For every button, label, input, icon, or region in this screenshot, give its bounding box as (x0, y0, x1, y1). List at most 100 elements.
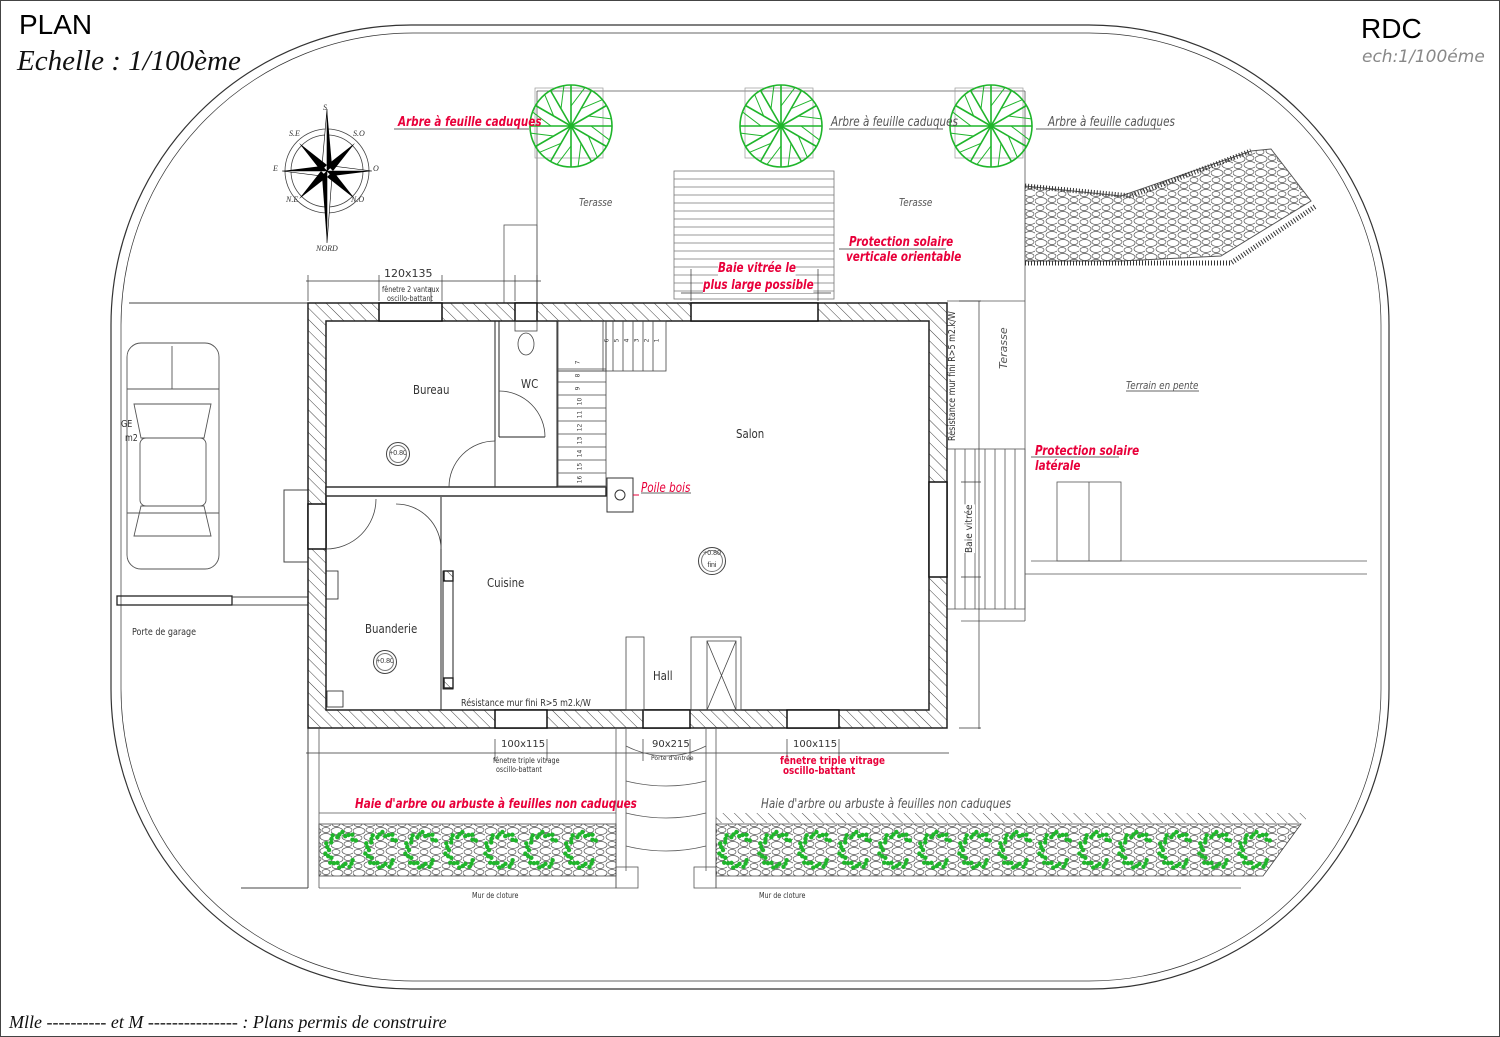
label-tree-3: Arbre à feuille caduques (1048, 115, 1175, 130)
stair-number: 5 (613, 338, 621, 343)
stair-number: 12 (576, 423, 584, 432)
label-poele: Poile bois (641, 481, 691, 496)
stair-number: 13 (576, 436, 584, 445)
label-protection-verticale-1: Protection solaire (849, 235, 954, 250)
tree-icon (949, 84, 1033, 168)
label-baie-vitree: Baie vitrée (964, 504, 975, 553)
stair-number: 3 (633, 338, 641, 343)
stair-number: 4 (623, 338, 631, 343)
dim-bottom-right-desc-2: oscillo-battant (783, 764, 856, 777)
label-haie-right: Haie d'arbre ou arbuste à feuilles non c… (761, 797, 1012, 812)
label-tree-2: Arbre à feuille caduques (831, 115, 958, 130)
room-cuisine: Cuisine (487, 576, 525, 590)
bush-icon (917, 829, 953, 870)
bush-icon (563, 829, 599, 870)
staircase (557, 320, 667, 488)
stair-number: 1 (653, 338, 661, 343)
dimension-lines (306, 269, 981, 761)
stair-number: 7 (574, 360, 582, 365)
hedge-right (715, 813, 1306, 889)
label-porte-garage: Porte de garage (132, 627, 197, 638)
room-buanderie: Buanderie (365, 622, 418, 636)
bush-icon (1157, 829, 1193, 870)
car-icon (126, 342, 220, 570)
plan-title: PLAN (19, 9, 93, 40)
stair-number: 9 (574, 386, 582, 391)
side-deck (946, 448, 1026, 610)
dim-top-window: 120x135 (384, 267, 433, 280)
bush-icon (797, 829, 833, 870)
house-walls (307, 302, 948, 729)
compass-o: O (373, 164, 379, 173)
trees (529, 84, 1033, 168)
hedge-left (318, 812, 617, 889)
dim-door-desc: Porte d'entrée (651, 755, 694, 762)
door-swings (325, 390, 742, 711)
footer-caption: Mlle ---------- et M --------------- : P… (9, 1012, 447, 1032)
label-baie-large-2: plus large possible (703, 278, 814, 293)
room-hall: Hall (653, 669, 673, 683)
stair-number: 2 (643, 338, 651, 343)
label-terasse-2: Terasse (899, 196, 933, 209)
bush-icon (757, 829, 793, 870)
plan-scale: Echelle : 1/100ème (17, 45, 241, 77)
label-mur-right: Mur de cloture (759, 891, 806, 900)
level-salon-value: +0.80 (703, 550, 721, 557)
level-marker-buanderie: +0.80 (373, 650, 397, 674)
compass-nord: NORD (316, 244, 338, 253)
label-tree-1: Arbre à feuille caduques (398, 115, 542, 130)
bush-icon (717, 829, 753, 870)
dim-bottom-left-desc-1: fênetre triple vitrage (493, 756, 560, 765)
compass-so: S.O (353, 129, 365, 138)
bush-icon (1077, 829, 1113, 870)
label-protection-verticale-2: verticale orientable (846, 250, 962, 265)
tree-icon (529, 84, 613, 168)
bush-icon (363, 829, 399, 870)
stair-number: 14 (576, 449, 584, 458)
label-haie-left: Haie d'arbre ou arbuste à feuilles non c… (355, 797, 637, 812)
dim-bottom-right: 100x115 (793, 739, 838, 750)
level-marker-bureau: +0.80 (386, 442, 410, 466)
dim-bottom-left: 100x115 (501, 739, 546, 750)
bush-icon (997, 829, 1033, 870)
plot-boundary (110, 24, 1390, 990)
toilet-icon (514, 320, 538, 356)
bush-icon (1237, 829, 1273, 870)
room-salon: Salon (736, 427, 765, 441)
bush-icon (957, 829, 993, 870)
bush-icon (877, 829, 913, 870)
compass-ne: N.E (286, 195, 299, 204)
label-terasse-3: Terasse (997, 327, 1010, 369)
stair-number: 10 (576, 397, 584, 406)
label-resistance-bottom: Résistance mur fini R>5 m2.k/W (461, 698, 591, 709)
dim-door: 90x215 (652, 739, 690, 750)
dim-bottom-right-desc-1: fênetre triple vitrage (780, 754, 886, 767)
stair-number: 6 (603, 338, 611, 343)
bush-icon (1117, 829, 1153, 870)
label-resistance-vertical: Résistance mur fini R>5 m2.k/W (947, 311, 958, 441)
bush-icon (323, 829, 359, 870)
label-ge: GE (121, 419, 133, 430)
dim-bottom-left-desc-2: oscillo-battant (496, 765, 542, 774)
compass-s: S (323, 103, 327, 112)
level-scale: ech:1/100éme (1362, 47, 1485, 67)
bush-icon (837, 829, 873, 870)
label-protection-laterale-2: latérale (1035, 459, 1081, 474)
label-terasse-1: Terasse (579, 196, 613, 209)
room-wc: WC (521, 377, 539, 391)
level-title: RDC (1361, 13, 1422, 44)
stone-path (1024, 148, 1318, 266)
label-mur-left: Mur de cloture (472, 891, 519, 900)
bush-icon (483, 829, 519, 870)
label-protection-laterale-1: Protection solaire (1035, 444, 1140, 459)
dim-top-window-desc-1: fênetre 2 vantaux (382, 285, 440, 294)
bush-icon (403, 829, 439, 870)
wood-stove (606, 477, 639, 513)
stair-number: 15 (576, 462, 584, 471)
bush-icon (443, 829, 479, 870)
stair-number: 11 (576, 410, 584, 419)
bush-icon (523, 829, 559, 870)
